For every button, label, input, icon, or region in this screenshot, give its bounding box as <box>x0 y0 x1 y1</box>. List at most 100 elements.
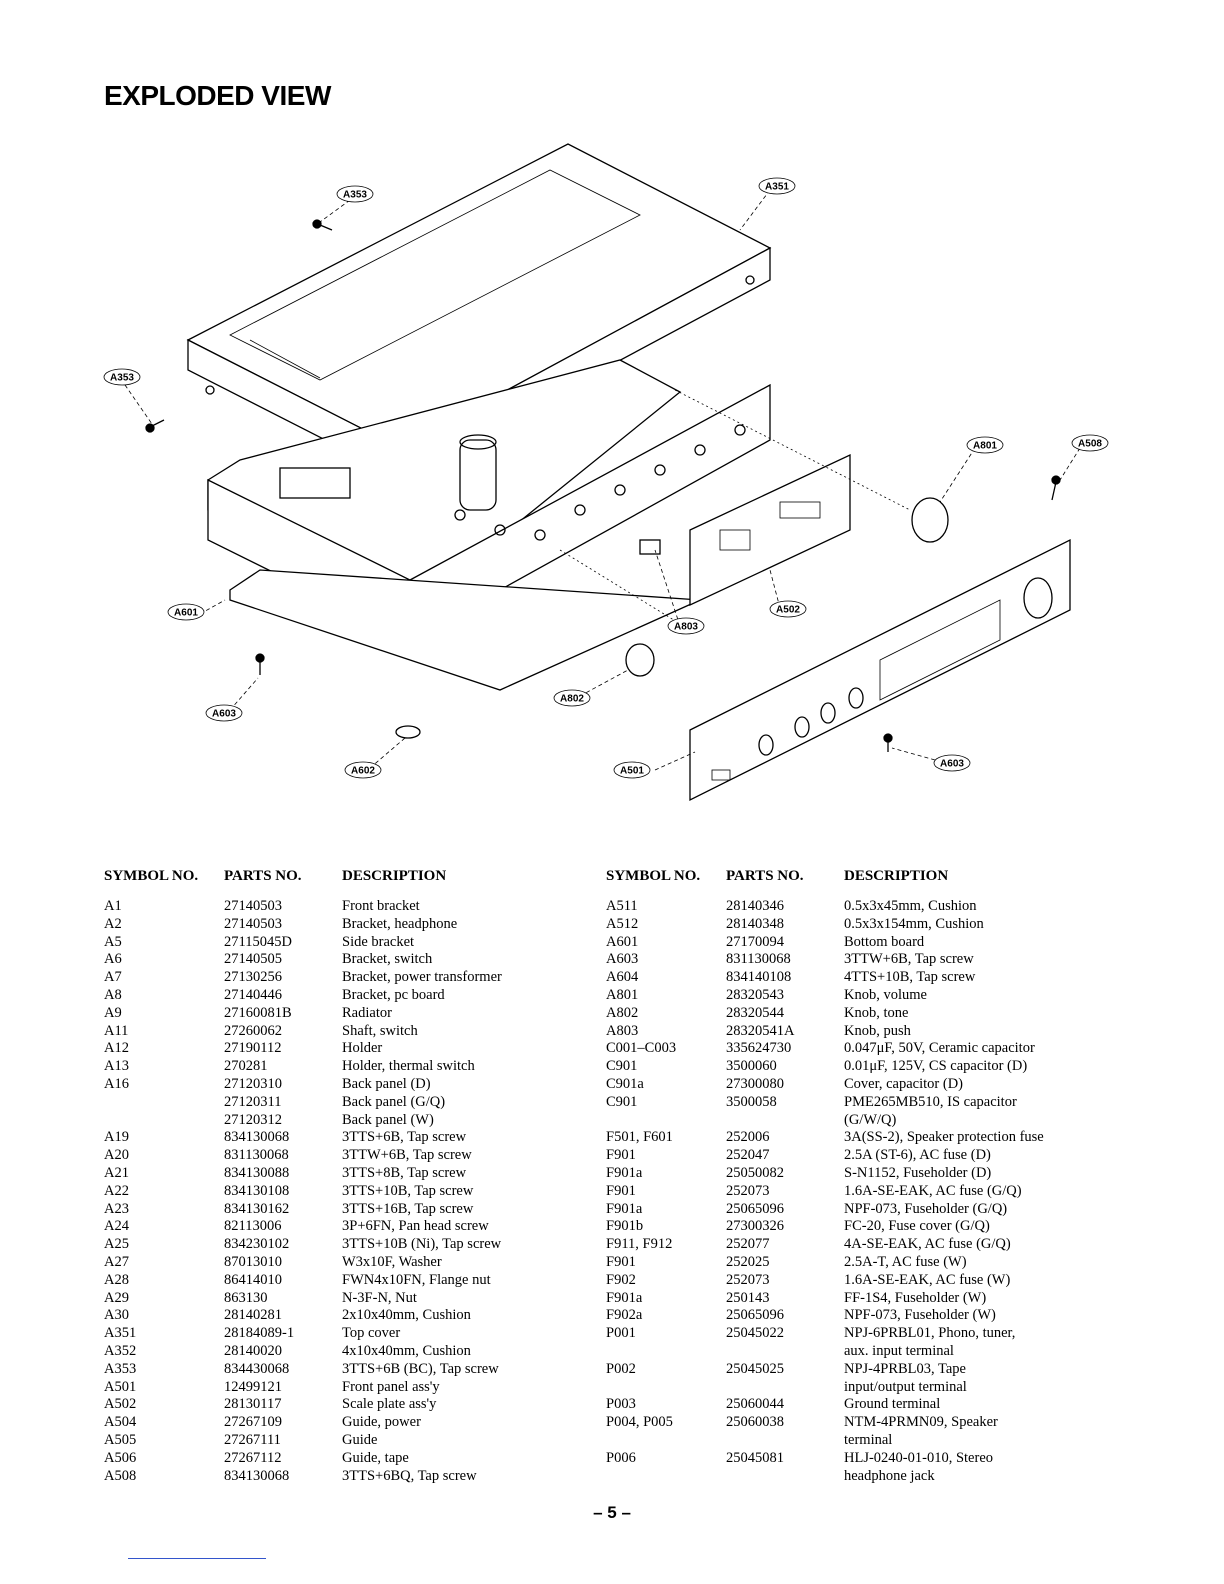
svg-text:A801: A801 <box>973 441 997 452</box>
symbol-cell: A16 <box>104 1075 129 1092</box>
symbol-cell: A19 <box>104 1129 129 1146</box>
description-cell: 3TTS+6BQ, Tap screw <box>342 1467 477 1484</box>
symbol-cell: P001 <box>606 1325 636 1342</box>
description-cell: Knob, volume <box>844 986 927 1003</box>
symbol-cell: A11 <box>104 1022 129 1039</box>
parts-cell: 27300080 <box>726 1075 784 1092</box>
symbol-cell: A24 <box>104 1218 129 1235</box>
table-header: SYMBOL NO. PARTS NO. DESCRIPTION <box>606 868 1106 898</box>
parts-cell: 252047 <box>726 1147 770 1164</box>
description-cell: Radiator <box>342 1004 392 1021</box>
description-cell: FC-20, Fuse cover (G/Q) <box>844 1218 990 1235</box>
symbol-cell: A504 <box>104 1414 137 1431</box>
parts-cell: 28320544 <box>726 1004 784 1021</box>
description-cell: 0.047μF, 50V, Ceramic capacitor <box>844 1040 1035 1057</box>
svg-text:A802: A802 <box>560 694 584 705</box>
parts-cell: 27120312 <box>224 1111 282 1128</box>
symbol-cell: F901 <box>606 1147 636 1164</box>
table-row: input/output terminal <box>606 1379 1106 1397</box>
parts-cell: 335624730 <box>726 1040 792 1057</box>
symbol-cell <box>606 1343 726 1361</box>
table-row: aux. input terminal <box>606 1343 1106 1361</box>
symbol-cell: A508 <box>104 1467 137 1484</box>
parts-cell: 28320543 <box>726 986 784 1003</box>
parts-cell: 834130162 <box>224 1200 290 1217</box>
symbol-cell: F901a <box>606 1289 643 1306</box>
symbol-cell: A30 <box>104 1307 129 1324</box>
symbol-cell: A802 <box>606 1004 639 1021</box>
callout-a502: A502 <box>769 600 807 618</box>
symbol-cell: A803 <box>606 1022 639 1039</box>
svg-text:A508: A508 <box>1078 439 1102 450</box>
parts-cell: 25045022 <box>726 1325 784 1342</box>
parts-cell: 27300326 <box>726 1218 784 1235</box>
parts-cell: 27130256 <box>224 969 282 986</box>
description-cell: 4TTS+10B, Tap screw <box>844 969 976 986</box>
symbol-cell: F902 <box>606 1271 636 1288</box>
parts-cell: 252006 <box>726 1129 770 1146</box>
parts-cell: 863130 <box>224 1289 268 1306</box>
header-symbol: SYMBOL NO. <box>104 868 199 884</box>
parts-cell: 27115045D <box>224 933 292 950</box>
symbol-cell: A28 <box>104 1271 129 1288</box>
symbol-cell: A6 <box>104 951 122 968</box>
description-cell: 1.6A-SE-EAK, AC fuse (G/Q) <box>844 1182 1022 1199</box>
parts-cell: 25060044 <box>726 1396 784 1413</box>
description-cell: headphone jack <box>844 1467 935 1484</box>
parts-cell: 834230102 <box>224 1236 290 1253</box>
symbol-cell: A512 <box>606 915 639 932</box>
parts-cell: 252073 <box>726 1271 770 1288</box>
header-parts: PARTS NO. <box>726 868 804 884</box>
callout-a602: A602 <box>344 761 382 779</box>
symbol-cell: A25 <box>104 1236 129 1253</box>
description-cell: 3TTS+8B, Tap screw <box>342 1164 467 1181</box>
description-cell: 4x10x40mm, Cushion <box>342 1342 471 1359</box>
symbol-cell <box>104 1094 224 1112</box>
symbol-cell: P006 <box>606 1449 636 1466</box>
svg-text:A353: A353 <box>110 373 134 384</box>
symbol-cell <box>606 1112 726 1130</box>
parts-cell: 28130117 <box>224 1396 282 1413</box>
page-number: – 5 – <box>593 1503 631 1522</box>
symbol-cell: C901 <box>606 1093 638 1110</box>
parts-cell: 27140503 <box>224 915 282 932</box>
parts-cell: 27190112 <box>224 1040 282 1057</box>
parts-cell: 3500058 <box>726 1093 777 1110</box>
description-cell: 0.01μF, 125V, CS capacitor (D) <box>844 1058 1028 1075</box>
symbol-cell: F901 <box>606 1182 636 1199</box>
parts-cell: 27260062 <box>224 1022 282 1039</box>
description-cell: Cover, capacitor (D) <box>844 1075 963 1092</box>
description-cell: 1.6A-SE-EAK, AC fuse (W) <box>844 1271 1011 1288</box>
description-cell: NTM-4PRMN09, Speaker <box>844 1414 998 1431</box>
description-cell: 2.5A (ST-6), AC fuse (D) <box>844 1147 991 1164</box>
parts-cell: 27120311 <box>224 1093 282 1110</box>
description-cell: terminal <box>844 1431 893 1448</box>
symbol-cell: A352 <box>104 1342 137 1359</box>
description-cell: N-3F-N, Nut <box>342 1289 417 1306</box>
parts-cell: 25065096 <box>726 1307 784 1324</box>
parts-cell: 250143 <box>726 1289 770 1306</box>
description-cell: NPF-073, Fuseholder (W) <box>844 1307 996 1324</box>
description-cell: Knob, push <box>844 1022 911 1039</box>
description-cell: 3TTS+10B (Ni), Tap screw <box>342 1236 502 1253</box>
